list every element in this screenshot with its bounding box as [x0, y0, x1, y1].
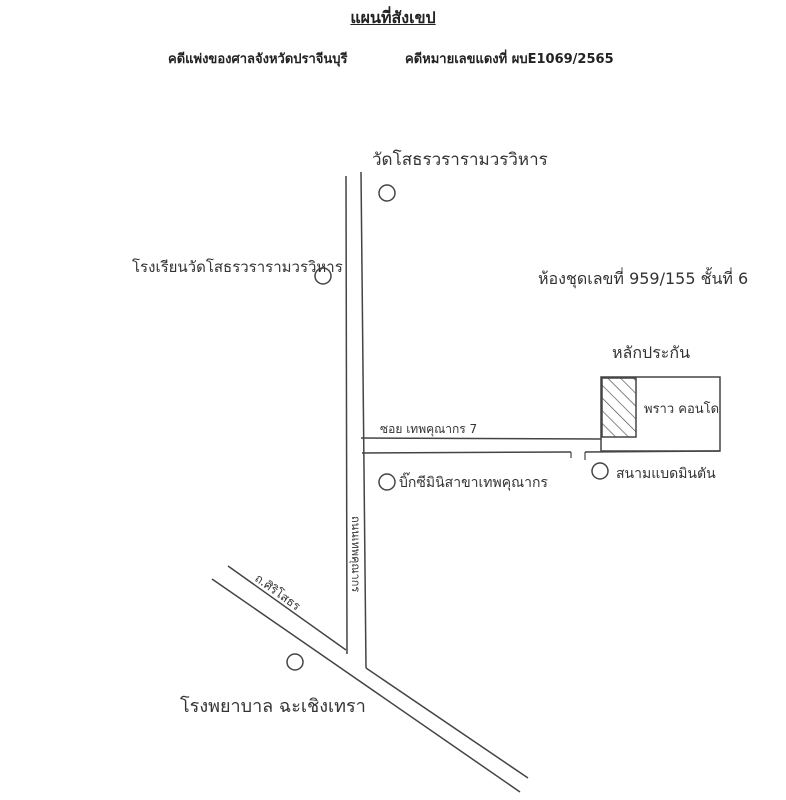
school-label: โรงเรียนวัดโสธรวรารามวรวิหาร: [132, 258, 343, 276]
badminton-label: สนามแบดมินตัน: [616, 466, 716, 482]
temple-marker: [378, 184, 396, 202]
condo-unit-label: ห้องชุดเลขที่ 959/155 ชั้นที่ 6: [538, 267, 748, 289]
siri-road-label: ถ.ศิริโสธร: [252, 571, 303, 614]
bigc-label: บิ๊กซีมินิสาขาเทพคุณากร: [399, 472, 548, 491]
bigc-marker: [378, 473, 396, 491]
main-road-label: ถนนเทพคุณากร: [349, 516, 362, 592]
siri-road-lower-edge: [211, 578, 521, 793]
collateral-label: หลักประกัน: [612, 343, 690, 362]
hospital-label: โรงพยาบาล ฉะเชิงเทรา: [180, 695, 366, 717]
soi-upper-edge: [360, 437, 602, 440]
condo-name-label: พราว คอนโด: [644, 401, 719, 417]
siri-road-lower-east: [365, 667, 529, 779]
court-name: คดีแพ่งของศาลจังหวัดปราจีนบุรี: [168, 52, 348, 67]
condo-outline: [600, 376, 721, 452]
temple-label: วัดโสธรวรารามวรวิหาร: [372, 149, 548, 170]
soi-label: ซอย เทพคุณากร 7: [380, 422, 477, 437]
hospital-marker: [286, 653, 304, 671]
main-road-right-edge: [360, 171, 367, 669]
case-number: คดีหมายเลขแดงที่ ผบE1069/2565: [405, 52, 614, 67]
collateral-hatched-area: [601, 377, 637, 438]
main-road-left-edge: [345, 175, 348, 655]
page-title: แผนที่สังเขป: [350, 8, 436, 27]
siri-road-upper-edge: [227, 565, 347, 651]
school-marker: [314, 267, 332, 285]
soi-lower-edge: [361, 451, 572, 454]
badminton-marker: [591, 462, 609, 480]
